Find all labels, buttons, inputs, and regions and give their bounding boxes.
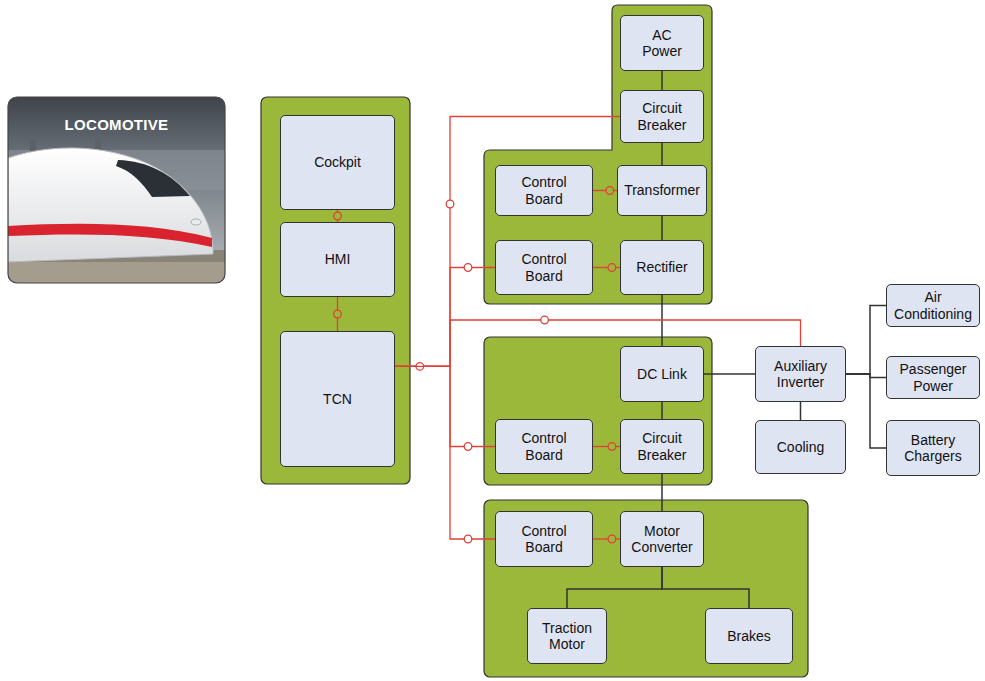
coupling-dot [464, 264, 472, 272]
component-label: Transformer [624, 182, 700, 198]
cockpit-box: Cockpit [280, 115, 395, 210]
hmi-box: HMI [280, 222, 395, 297]
component-label: Auxiliary Inverter [774, 358, 827, 390]
control-board-box: Control Board [495, 240, 593, 295]
control-line [395, 117, 620, 367]
component-label: Passenger Power [900, 361, 967, 393]
power-line [661, 474, 663, 511]
component-label: Cooling [777, 439, 824, 455]
photo-title: LOCOMOTIVE [8, 116, 225, 133]
coupling-dot [606, 187, 614, 195]
power-line [704, 373, 755, 375]
component-label: AC Power [642, 27, 682, 59]
component-label: Circuit Breaker [637, 430, 686, 462]
coupling-dot [541, 316, 549, 324]
power-line [661, 143, 663, 165]
network-box: TCN [280, 331, 395, 467]
coupling-dot [334, 310, 342, 318]
control-board-box: Control Board [495, 165, 593, 216]
component-label: Circuit Breaker [637, 100, 686, 132]
control-line [395, 268, 495, 367]
power-line [846, 306, 886, 375]
control-line [395, 366, 495, 539]
coupling-dot [334, 212, 342, 220]
subsystem-panel [261, 97, 410, 484]
component-label: TCN [323, 391, 352, 407]
transformer-box: Transformer [617, 165, 707, 216]
component-label: Air Conditioning [894, 289, 972, 321]
control-board-box: Control Board [495, 419, 593, 474]
breaker-box: Circuit Breaker [620, 419, 704, 474]
component-label: Control Board [521, 523, 566, 555]
load-box: Cooling [755, 420, 846, 474]
rectifier-box: Rectifier [620, 240, 704, 295]
power-line [662, 567, 749, 608]
coupling-dot [608, 264, 616, 272]
power-line [846, 374, 886, 448]
locomotive-photo [8, 97, 225, 283]
coupling-dot [446, 200, 454, 208]
component-label: Motor Converter [631, 523, 692, 555]
control-line [395, 320, 801, 366]
coupling-dot [608, 535, 616, 543]
load-box: Battery Chargers [886, 420, 980, 476]
component-label: Control Board [521, 430, 566, 462]
subsystem-panel [484, 500, 808, 677]
subsystem-panel [484, 5, 712, 304]
component-label: DC Link [637, 366, 687, 382]
breaker-box: Circuit Breaker [620, 90, 704, 143]
power-source-box: AC Power [620, 15, 704, 71]
component-label: Battery Chargers [904, 432, 962, 464]
coupling-dot [608, 443, 616, 451]
converter-box: Motor Converter [620, 511, 704, 567]
component-label: Traction Motor [542, 620, 592, 652]
brake-box: Brakes [705, 608, 793, 664]
control-board-box: Control Board [495, 511, 593, 567]
component-label: Brakes [727, 628, 771, 644]
power-line [800, 402, 802, 420]
power-line [661, 402, 663, 419]
power-line [661, 71, 663, 90]
component-label: HMI [325, 251, 351, 267]
load-box: Air Conditioning [886, 284, 980, 327]
dc-link-box: DC Link [620, 346, 704, 402]
inverter-box: Auxiliary Inverter [755, 346, 846, 402]
component-label: Control Board [521, 174, 566, 206]
load-box: Passenger Power [886, 356, 980, 399]
component-label: Rectifier [636, 259, 687, 275]
motor-box: Traction Motor [527, 608, 607, 664]
photo-frame [8, 97, 225, 283]
subsystem-panel [484, 337, 712, 485]
control-line [395, 366, 495, 446]
coupling-dot [464, 443, 472, 451]
power-line [567, 567, 662, 608]
power-line [661, 216, 663, 240]
coupling-dot [464, 535, 472, 543]
component-label: Cockpit [314, 154, 361, 170]
component-label: Control Board [521, 251, 566, 283]
